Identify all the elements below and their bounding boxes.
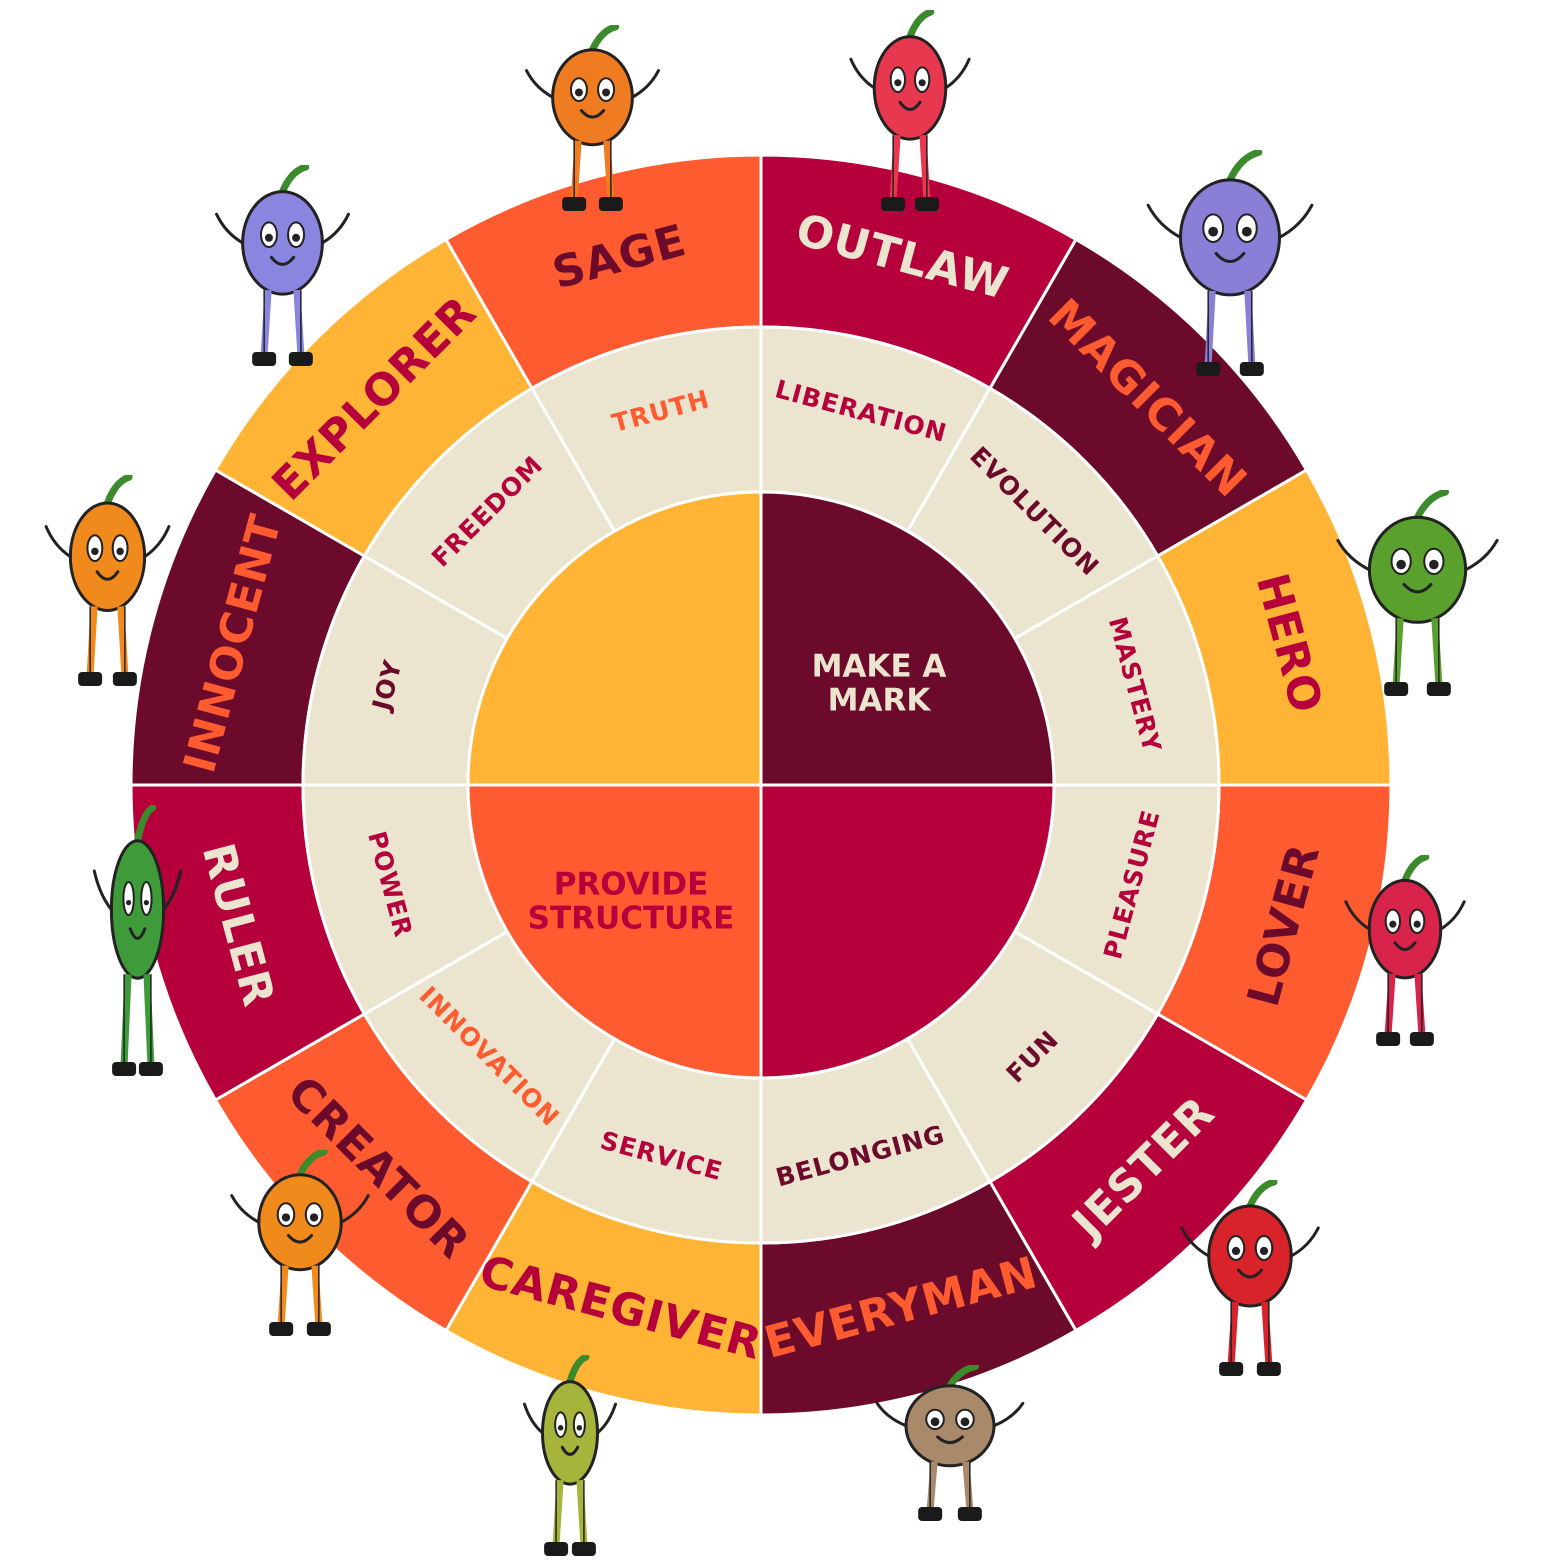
quadrant-label-bottom-left-line-2: STRUCTURE [528, 901, 735, 937]
quadrant-label-top-left-line-1: CREATE [565, 649, 697, 685]
quadrant-label-top-right-line-1: MAKE A [812, 649, 947, 685]
green-pepper-cape-character-icon [1336, 488, 1499, 696]
everyman-character [870, 1363, 1030, 1525]
quadrant-bottom-right [466, 783, 763, 1080]
magician-character [1140, 148, 1320, 380]
motivation-quadrants [466, 490, 1056, 1080]
blue-pepper-explorer-character-icon [215, 163, 350, 366]
quadrant-top-right [759, 783, 1056, 1080]
caregiver-character [520, 1353, 620, 1560]
quadrant-label-top-right-line-2: MARK [828, 683, 932, 719]
ruler-character [90, 804, 185, 1080]
purple-pepper-wizard-character-icon [1146, 148, 1314, 376]
archetype-ring [129, 153, 1393, 1417]
sage-character [520, 23, 665, 215]
quadrant-label-bottom-right-line-1: CONNECT [808, 867, 974, 903]
quadrant-top-left [759, 490, 1056, 787]
quadrant-bottom-left [466, 490, 763, 787]
orange-pepper-painter-character-icon [230, 1148, 370, 1336]
red-pepper-character-icon [849, 8, 971, 211]
salt-pepper-shakers-character-icon [875, 1363, 1025, 1521]
green-chili-queen-character-icon [92, 804, 183, 1076]
olive-onion-character-icon [523, 1353, 617, 1556]
cherry-peppers-character-icon [44, 473, 171, 686]
jester-character [1175, 1178, 1325, 1380]
innocent-character [40, 473, 175, 690]
quadrant-label-top-left-line-2: PARADISE [545, 683, 718, 719]
quadrant-label-bottom-left-line-1: PROVIDE [554, 867, 709, 903]
heart-pepper-character-icon [1344, 853, 1466, 1046]
quadrant-label-bottom-right-line-2: W/ OTHERS [792, 901, 989, 937]
creator-character [225, 1148, 375, 1340]
lover-character [1340, 853, 1470, 1050]
outlaw-character [845, 8, 975, 215]
orange-pepper-glasses-character-icon [525, 23, 660, 211]
red-chili-jester-character-icon [1180, 1178, 1320, 1376]
hero-character [1330, 488, 1505, 700]
values-ring [301, 325, 1221, 1245]
explorer-character [210, 163, 355, 370]
